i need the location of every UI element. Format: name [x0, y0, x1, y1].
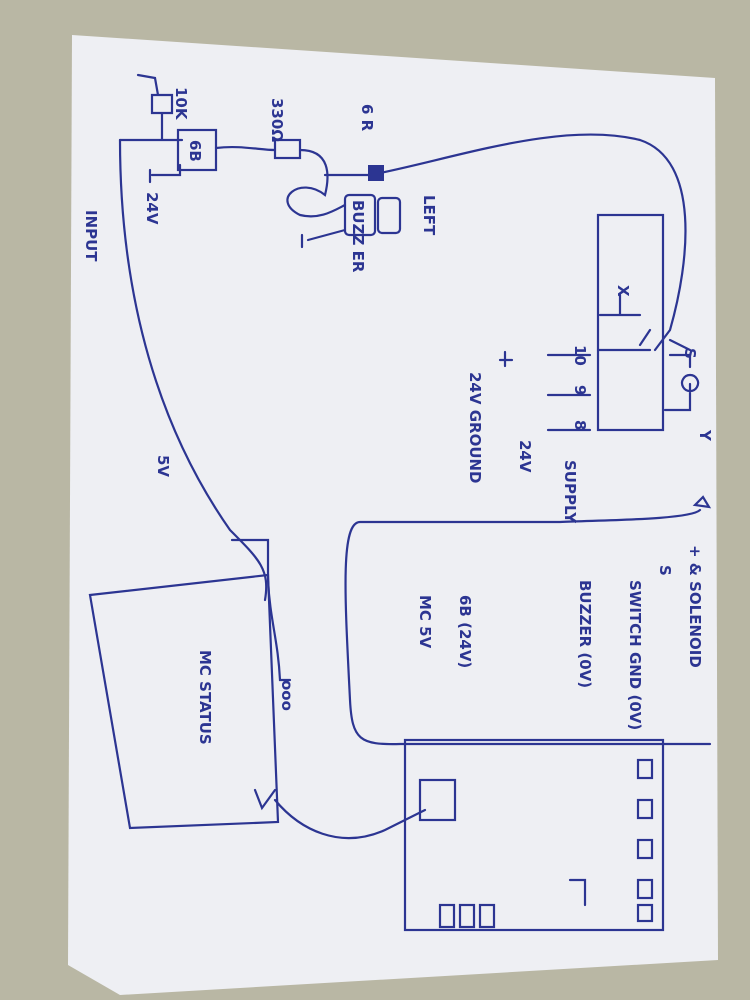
- label-pin9: 9: [571, 385, 589, 395]
- legend-title: + & SOLENOID: [686, 545, 704, 668]
- label-left: LEFT: [420, 195, 438, 236]
- input-wire: [118, 138, 268, 602]
- wire-to-330: [214, 145, 277, 152]
- label-24v-supply: 24V: [516, 440, 534, 473]
- led-box: [376, 196, 402, 235]
- paper-sheet: [68, 35, 718, 995]
- label-pin10: 10: [571, 345, 589, 366]
- mc-connector: [253, 788, 427, 840]
- label-6b: 6B: [186, 140, 204, 162]
- buzzer-box: [343, 193, 377, 237]
- label-10k: 10K: [172, 87, 190, 121]
- 10k-resistor: [118, 73, 184, 142]
- solenoid-terminal: [692, 495, 712, 509]
- label-input: INPUT: [82, 210, 100, 262]
- pin-lines: [498, 350, 592, 432]
- buzzer-loop: [286, 148, 347, 218]
- label-buzzer: BUZZ ER: [349, 200, 367, 273]
- buzzer-ground: [300, 228, 347, 249]
- label-dots: ooo: [278, 680, 296, 711]
- supply-loop: [344, 508, 712, 746]
- legend-item: BUZZER (0V): [576, 580, 594, 688]
- label-pin8: 8: [571, 420, 589, 430]
- label-mc-status: MC STATUS: [196, 650, 214, 745]
- label-330: 330Ω: [268, 98, 286, 142]
- label-s: S: [681, 348, 699, 359]
- led-wire: [323, 133, 687, 352]
- relay-6b-box: [176, 128, 218, 172]
- legend-item: 6B (24V): [456, 595, 474, 668]
- controller-board: [403, 738, 665, 932]
- board-ports: [438, 758, 654, 929]
- label-supply: SUPPLY: [561, 460, 579, 524]
- legend-item: MC 5V: [416, 595, 434, 649]
- switch-pins: [596, 293, 700, 412]
- label-y: Y: [696, 429, 714, 442]
- six-r-component: [368, 165, 384, 181]
- relay-ground: [148, 163, 182, 184]
- legend-item: SWITCH GND (0V): [626, 580, 644, 730]
- mc-box: [88, 573, 280, 830]
- switch-block: [596, 213, 665, 432]
- legend-item: S: [656, 565, 674, 576]
- label-x: X: [614, 285, 632, 297]
- label-5v: 5V: [154, 455, 172, 477]
- board-chip: [418, 778, 457, 822]
- label-24v-ground: 24V GROUND: [466, 372, 484, 484]
- label-24v-top: 24V: [143, 192, 161, 225]
- label-6r: 6 R: [358, 104, 376, 132]
